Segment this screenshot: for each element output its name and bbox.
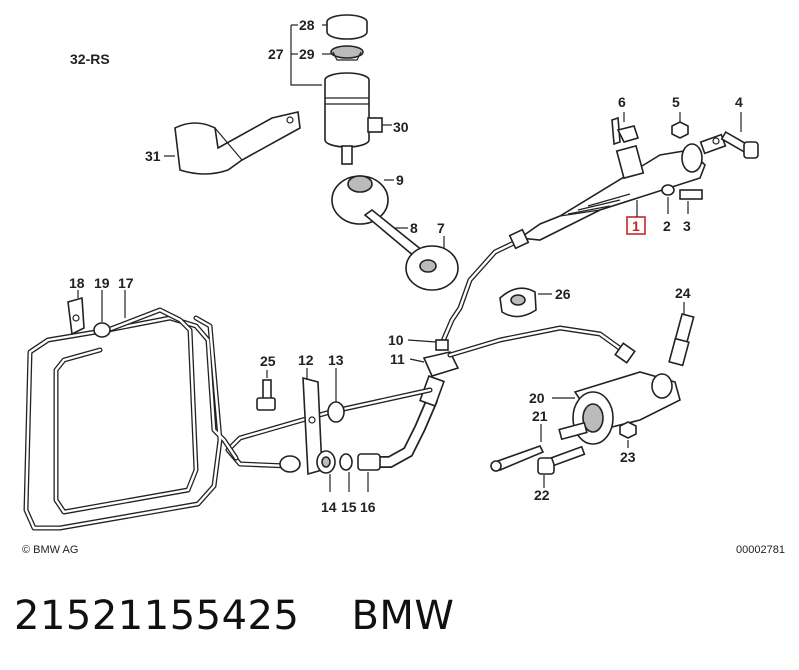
bracket-31 bbox=[174, 111, 301, 175]
label-28: 28 bbox=[299, 17, 315, 33]
label-21: 21 bbox=[532, 408, 548, 424]
bleeder-24 bbox=[668, 312, 695, 367]
bolt-3 bbox=[679, 189, 703, 200]
label-10: 10 bbox=[388, 332, 404, 348]
grommet-26 bbox=[499, 287, 537, 318]
label-25: 25 bbox=[260, 353, 276, 369]
label-27: 27 bbox=[268, 46, 284, 62]
pipe-loop-17 bbox=[23, 307, 433, 531]
pushrod-21 bbox=[490, 445, 545, 472]
bolt-4 bbox=[720, 130, 759, 159]
label-14: 14 bbox=[321, 499, 337, 515]
reservoir-assembly bbox=[324, 14, 392, 165]
clip-18 bbox=[67, 296, 85, 336]
label-4: 4 bbox=[735, 94, 743, 110]
label-16: 16 bbox=[360, 499, 376, 515]
brand-name: BMW bbox=[351, 593, 455, 639]
grommet-13 bbox=[327, 401, 345, 423]
label-9: 9 bbox=[396, 172, 404, 188]
master-cylinder-1 bbox=[517, 116, 727, 241]
pipe-upper bbox=[437, 237, 523, 351]
label-8: 8 bbox=[410, 220, 418, 236]
label-22: 22 bbox=[534, 487, 550, 503]
label-5: 5 bbox=[672, 94, 680, 110]
label-20: 20 bbox=[529, 390, 545, 406]
slave-cylinder-20 bbox=[558, 371, 681, 445]
bracket-27 bbox=[290, 25, 322, 86]
label-15: 15 bbox=[341, 499, 357, 515]
label-7: 7 bbox=[437, 220, 445, 236]
label-11: 11 bbox=[390, 351, 405, 367]
clip-11 bbox=[422, 351, 460, 377]
grommet-19 bbox=[93, 322, 111, 338]
label-2: 2 bbox=[663, 218, 671, 234]
label-6: 6 bbox=[618, 94, 626, 110]
part-footer: 21521155425 BMW bbox=[14, 586, 454, 646]
washer-2 bbox=[661, 184, 675, 196]
fitting-16 bbox=[357, 453, 381, 471]
hose bbox=[366, 394, 438, 468]
label-31: 31 bbox=[145, 148, 161, 164]
label-29: 29 bbox=[299, 46, 315, 62]
label-1: 1 bbox=[632, 218, 640, 234]
bolt-22 bbox=[537, 445, 586, 475]
label-26: 26 bbox=[555, 286, 571, 302]
label-30: 30 bbox=[393, 119, 409, 135]
label-17: 17 bbox=[118, 275, 134, 291]
bolt-25 bbox=[256, 379, 276, 411]
nut-5 bbox=[671, 121, 689, 139]
label-3: 3 bbox=[683, 218, 691, 234]
copyright: © BMW AG bbox=[22, 544, 78, 556]
label-12: 12 bbox=[298, 352, 314, 368]
pipe-to-slave bbox=[447, 325, 628, 358]
parts-diagram: 32-RS 28 29 27 30 31 9 8 7 bbox=[22, 14, 785, 556]
drawing-number: 00002781 bbox=[736, 544, 785, 556]
label-24: 24 bbox=[675, 285, 691, 301]
label-13: 13 bbox=[328, 352, 344, 368]
washer-15 bbox=[339, 453, 353, 471]
nut-23 bbox=[619, 421, 637, 439]
label-19: 19 bbox=[94, 275, 110, 291]
highlight-box bbox=[626, 216, 646, 235]
part-number: 21521155425 bbox=[14, 593, 300, 639]
group-code: 32-RS bbox=[70, 51, 110, 67]
label-18: 18 bbox=[69, 275, 85, 291]
label-23: 23 bbox=[620, 449, 636, 465]
